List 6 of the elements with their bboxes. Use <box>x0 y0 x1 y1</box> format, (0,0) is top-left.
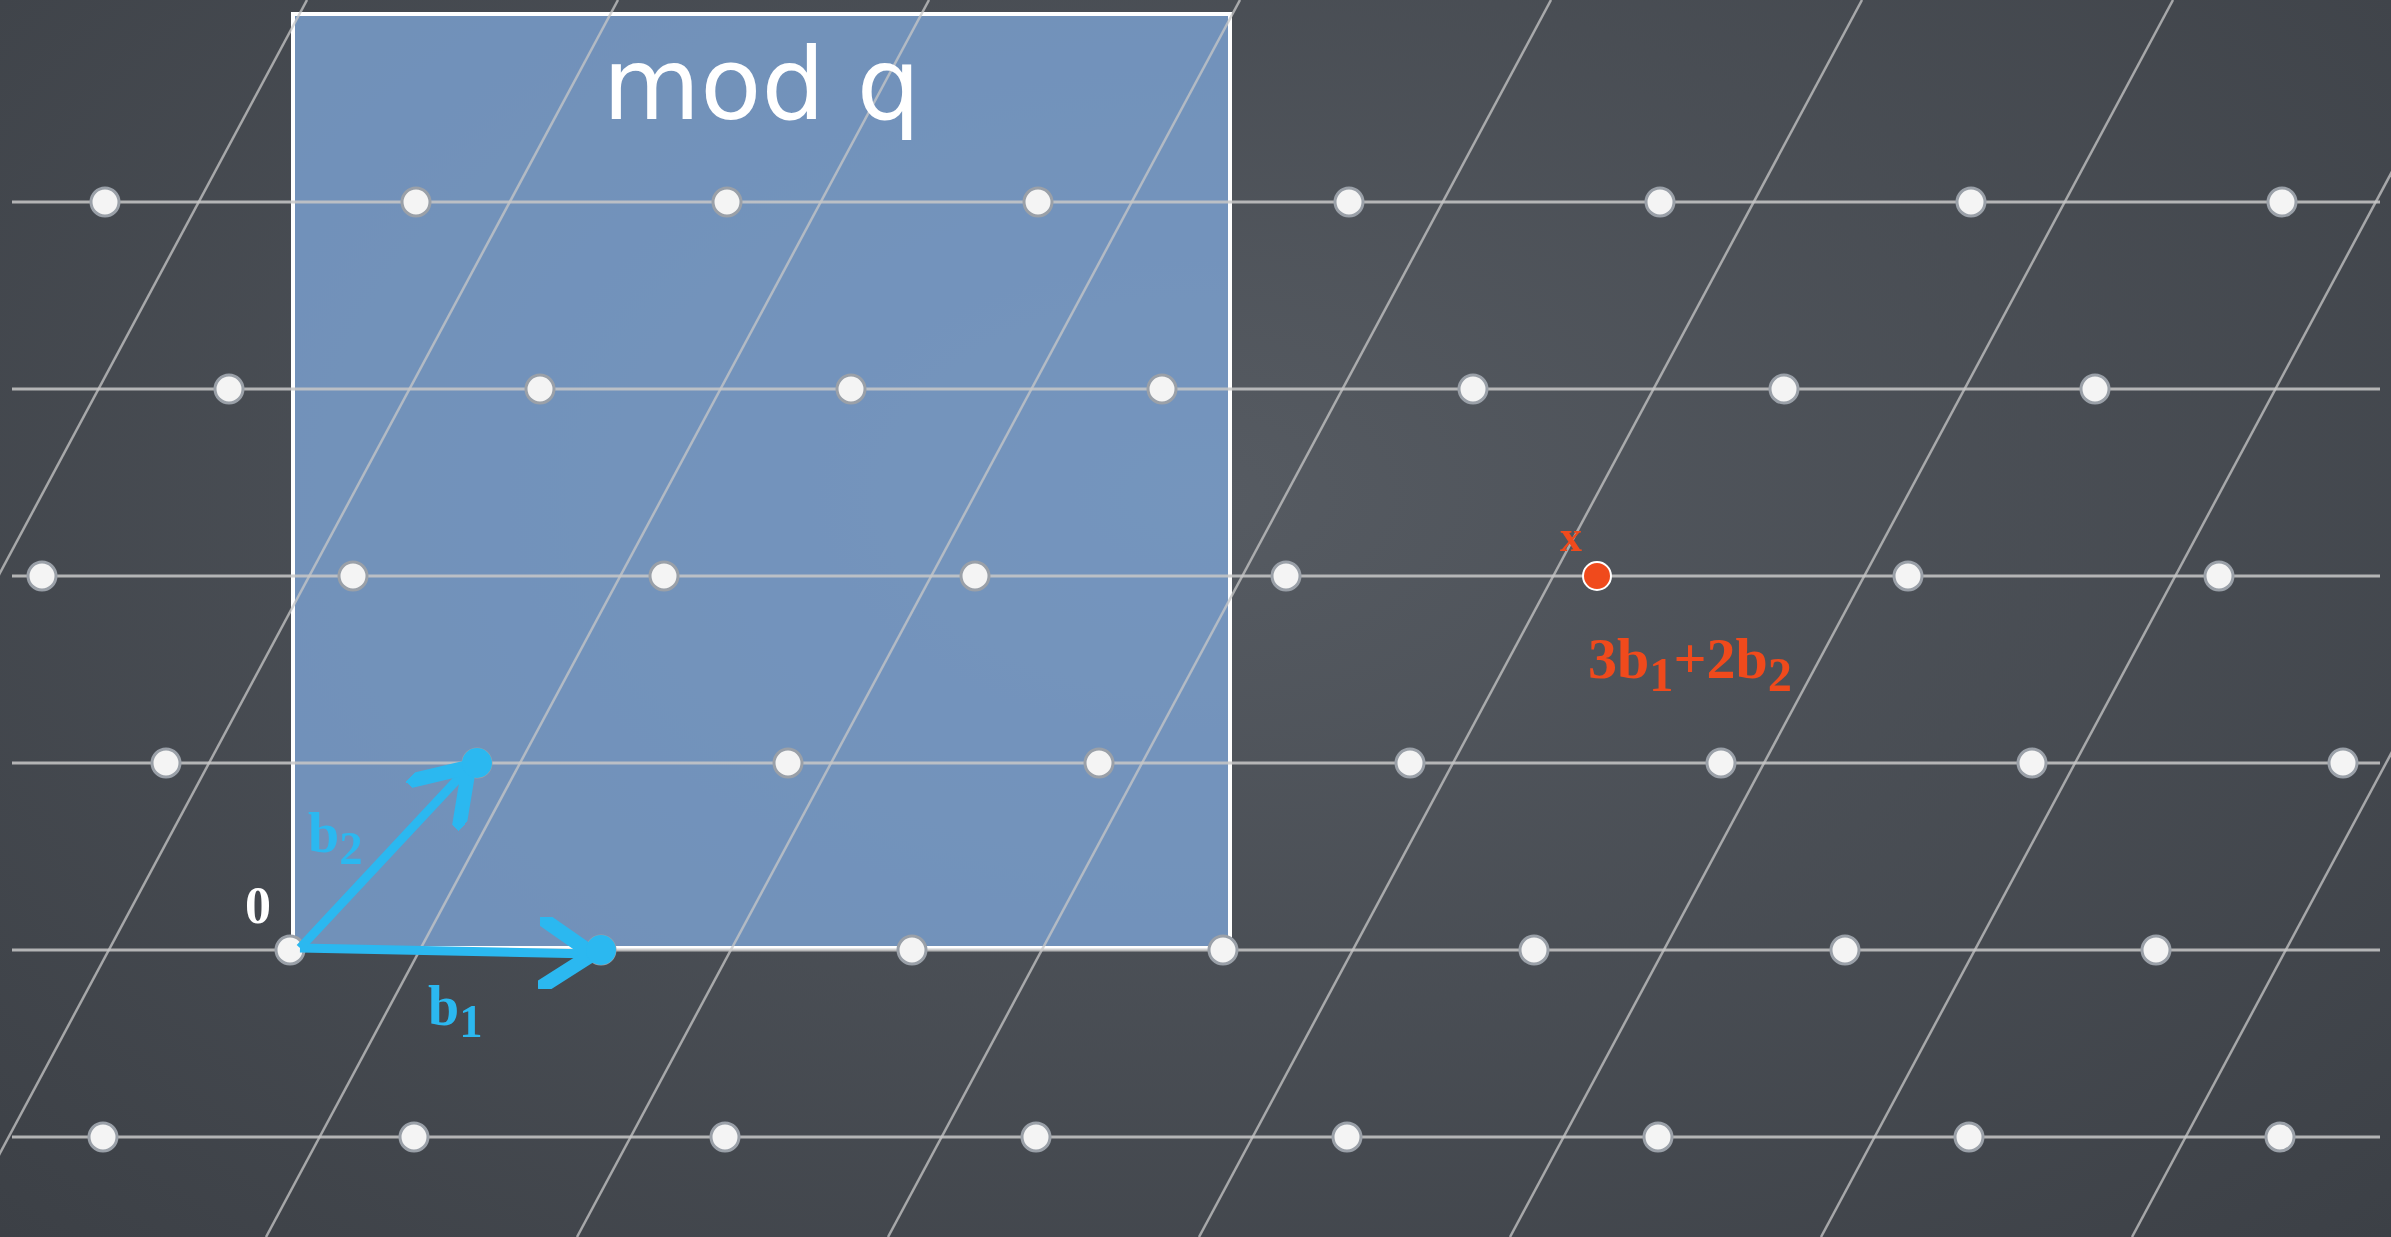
origin-label: 0 <box>245 880 271 932</box>
point-label: 3b$_{1}$+2b$_{2}$ <box>1588 630 1792 699</box>
vector-label: b$_{2}$ <box>308 805 363 872</box>
shaded-region <box>291 12 1232 950</box>
vector-label: b$_{1}$ <box>428 978 483 1045</box>
region-title: mod q <box>601 26 922 143</box>
